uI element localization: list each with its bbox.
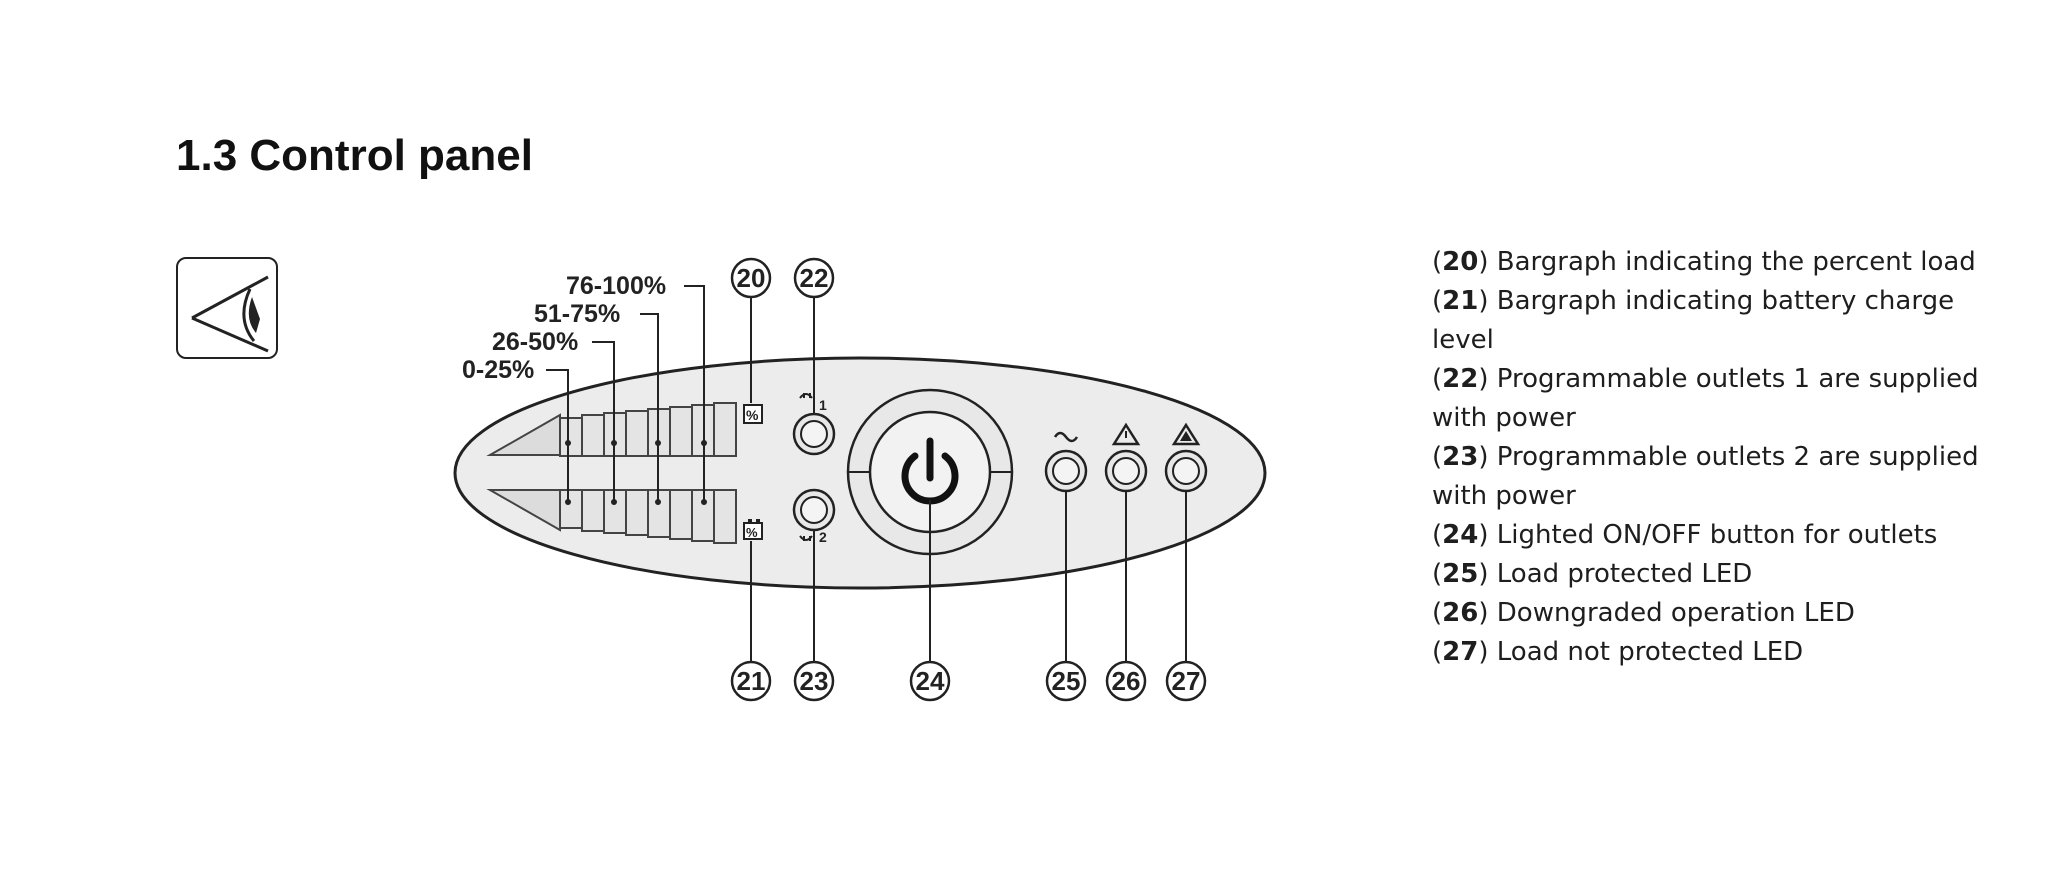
battery-percent-icon: %: [743, 519, 763, 540]
callout-27: 27: [1165, 660, 1207, 702]
load-not-protected-led: [1164, 449, 1208, 493]
label-26-50: 26-50%: [492, 328, 578, 356]
battery-bargraph: [486, 489, 737, 544]
svg-text:26: 26: [1112, 666, 1141, 696]
svg-text:23: 23: [800, 666, 829, 696]
legend-item: (21) Bargraph indicating battery charge …: [1432, 286, 1955, 355]
outlet2-led: [792, 488, 836, 532]
svg-text:2: 2: [819, 529, 827, 545]
svg-text:1: 1: [819, 397, 827, 413]
callout-26: 26: [1105, 660, 1147, 702]
outlet1-led: [792, 412, 836, 456]
callout-22: 22: [793, 257, 835, 299]
label-51-75: 51-75%: [534, 300, 620, 328]
svg-text:27: 27: [1172, 666, 1201, 696]
svg-text:22: 22: [800, 263, 829, 293]
outlet2-icon: 2: [799, 529, 827, 545]
label-0-25: 0-25%: [462, 356, 534, 384]
callout-20: 20: [730, 257, 772, 299]
label-76-100: 76-100%: [566, 272, 666, 300]
svg-text:24: 24: [916, 666, 945, 696]
downgraded-operation-led: [1104, 449, 1148, 493]
sine-wave-icon: [1053, 431, 1079, 443]
legend-item: (26) Downgraded operation LED: [1432, 598, 1855, 628]
svg-text:%: %: [746, 525, 758, 540]
legend-list: (20) Bargraph indicating the percent loa…: [1432, 243, 2012, 672]
alarm-icon: [1171, 422, 1201, 446]
svg-text:20: 20: [737, 263, 766, 293]
outlet1-icon: 1: [799, 393, 827, 413]
svg-text:%: %: [746, 407, 759, 423]
legend-item: (20) Bargraph indicating the percent loa…: [1432, 247, 1976, 277]
legend-item: (23) Programmable outlets 2 are supplied…: [1432, 442, 1979, 511]
callout-25: 25: [1045, 660, 1087, 702]
section-title: 1.3 Control panel: [176, 131, 533, 180]
load-protected-led: [1044, 449, 1088, 493]
warning-icon: [1111, 422, 1141, 446]
legend-item: (22) Programmable outlets 1 are supplied…: [1432, 364, 1979, 433]
legend-item: (27) Load not protected LED: [1432, 637, 1804, 667]
callout-24: 24: [909, 660, 951, 702]
callout-leaders: [750, 297, 1187, 662]
legend-item: (25) Load protected LED: [1432, 559, 1753, 589]
callout-21: 21: [730, 660, 772, 702]
load-percent-icon: %: [743, 404, 763, 424]
legend-item: (24) Lighted ON/OFF button for outlets: [1432, 520, 1938, 550]
eye-icon: [176, 257, 278, 359]
bargraph-leaders: [546, 285, 705, 502]
svg-text:25: 25: [1052, 666, 1081, 696]
callout-23: 23: [793, 660, 835, 702]
svg-text:21: 21: [737, 666, 766, 696]
